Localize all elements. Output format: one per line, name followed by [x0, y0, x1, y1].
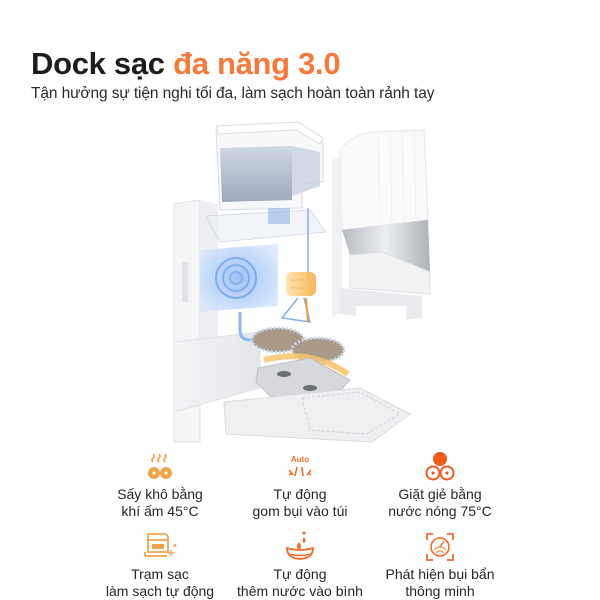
- feature-hot-water-wash: Giặt giẻ bằng nước nóng 75°C: [355, 446, 525, 520]
- auto-water-refill-icon: [215, 526, 385, 562]
- title-dark-part: Dock sạc: [31, 46, 174, 81]
- feature-self-cleaning-station: Trạm sạc làm sạch tự động: [75, 526, 245, 600]
- self-cleaning-station-icon: [75, 526, 245, 562]
- feature-auto-water-refill: Tự động thêm nước vào bình: [215, 526, 385, 600]
- feature-label: Giặt giẻ bằng nước nóng 75°C: [388, 486, 492, 519]
- page-title: Dock sạc đa năng 3.0: [31, 44, 341, 84]
- feature-label: Tự động gom bụi vào túi: [252, 486, 348, 519]
- hot-air-dry-icon: [75, 446, 245, 482]
- svg-text:Auto: Auto: [291, 455, 309, 464]
- auto-dust-collect-icon: Auto: [215, 446, 385, 482]
- feature-hot-air-dry: Sấy khô bằng khí ấm 45°C: [75, 446, 245, 520]
- feature-label: Trạm sạc làm sạch tự động: [105, 566, 215, 599]
- page-subtitle: Tận hưởng sự tiện nghi tối đa, làm sạch …: [31, 85, 435, 102]
- title-accent-part: đa năng 3.0: [173, 46, 341, 81]
- feature-label: Sấy khô bằng khí ấm 45°C: [117, 486, 203, 519]
- hot-water-wash-icon: [355, 446, 525, 482]
- feature-label: Tự động thêm nước vào bình: [237, 566, 363, 599]
- product-exploded-view: [160, 112, 460, 447]
- feature-label: Phát hiện bụi bẩn thông minh: [385, 566, 495, 599]
- smart-dirt-detect-icon: [355, 526, 525, 562]
- feature-auto-dust-collect: Auto Tự động gom bụi vào túi: [215, 446, 385, 520]
- feature-smart-dirt-detect: Phát hiện bụi bẩn thông minh: [355, 526, 525, 600]
